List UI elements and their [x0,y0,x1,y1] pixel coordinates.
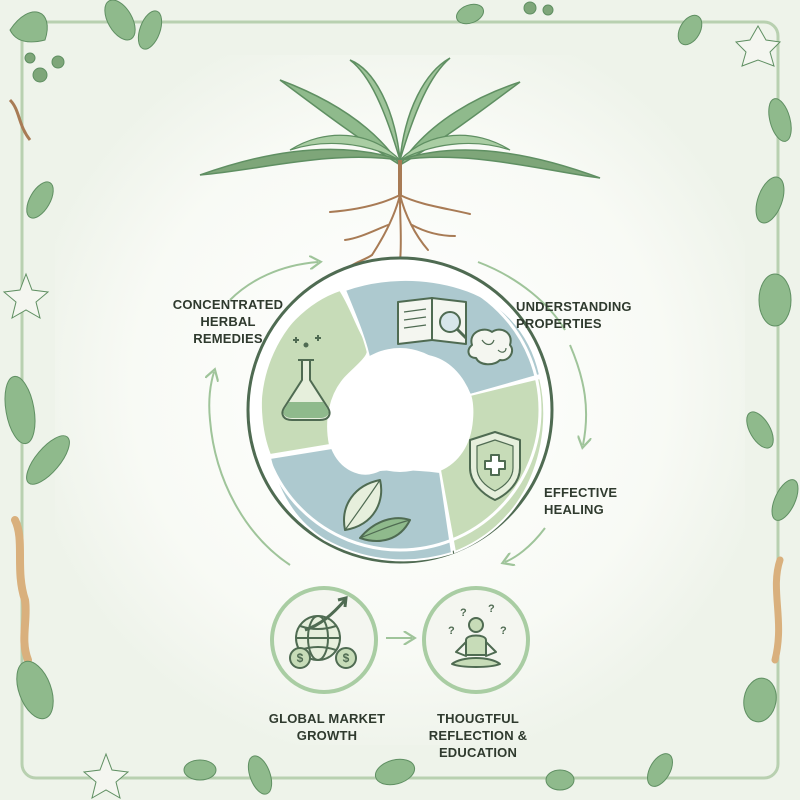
leaf-icon [768,98,792,142]
leaf-icon [677,14,703,46]
svg-text:?: ? [500,625,507,637]
leaves-icon [343,479,411,542]
arrow-right [569,344,586,445]
root-icon [771,556,784,664]
herb-plant-icon [199,57,601,195]
global-market-growth-label: GLOBAL MARKET GROWTH [268,711,386,743]
leaf-icon [374,758,416,786]
leaf-icon [4,375,36,445]
leaf-icon [26,435,70,485]
svg-text:?: ? [488,603,495,615]
berry-icon [24,52,36,64]
shield-cross-icon [469,431,521,501]
svg-text:$: $ [297,651,304,665]
root-icon [8,98,32,141]
thoughtful-reflection-label: THOUGTFUL REFLECTION & EDUCATION [428,711,528,760]
arrow-to-top [229,262,318,301]
leaf-icon [9,11,48,43]
leaf-icon [743,677,777,723]
cycle-arrows [209,262,586,638]
leaf-icon [755,176,785,224]
understanding-properties-label: UNDERSTANDING PROPERTIES [516,299,632,331]
arrow-bottom-right [505,527,546,562]
berry-icon [523,1,537,15]
leaf-icon [746,411,774,449]
flower-icon [2,272,50,320]
concentrated-herbal-remedies-label: CONCENTRATED HERBAL REMEDIES [172,297,284,346]
flask-icon [281,335,331,421]
root-icon [11,516,32,664]
arrow-top-right [477,261,566,331]
effective-healing-label: EFFECTIVE HEALING [544,485,618,517]
leaf-icon [247,755,273,795]
flower-icon [82,752,130,800]
leaf-icon [16,660,54,720]
arrow-left [209,372,291,566]
leaf-icon [647,753,673,787]
leaf-icon [26,181,54,219]
book-brain-icon [397,297,514,366]
leaf-icon [771,479,799,521]
ring-center-hole [338,348,462,472]
berry-icon [51,55,65,69]
svg-text:?: ? [460,607,467,619]
leaf-icon [137,10,163,50]
meditation-icon: ? ? ? ? [448,603,507,668]
berry-icon [542,4,554,16]
globe-dollar-icon: $ $ [289,596,357,669]
leaf-icon [104,0,136,41]
berry-icon [32,67,48,83]
leaf-icon [758,273,792,327]
svg-text:?: ? [448,625,455,637]
flower-icon [734,24,782,67]
leaf-icon [455,3,485,25]
leaf-icon [545,769,575,791]
leaf-icon [183,759,217,781]
svg-text:$: $ [343,651,350,665]
